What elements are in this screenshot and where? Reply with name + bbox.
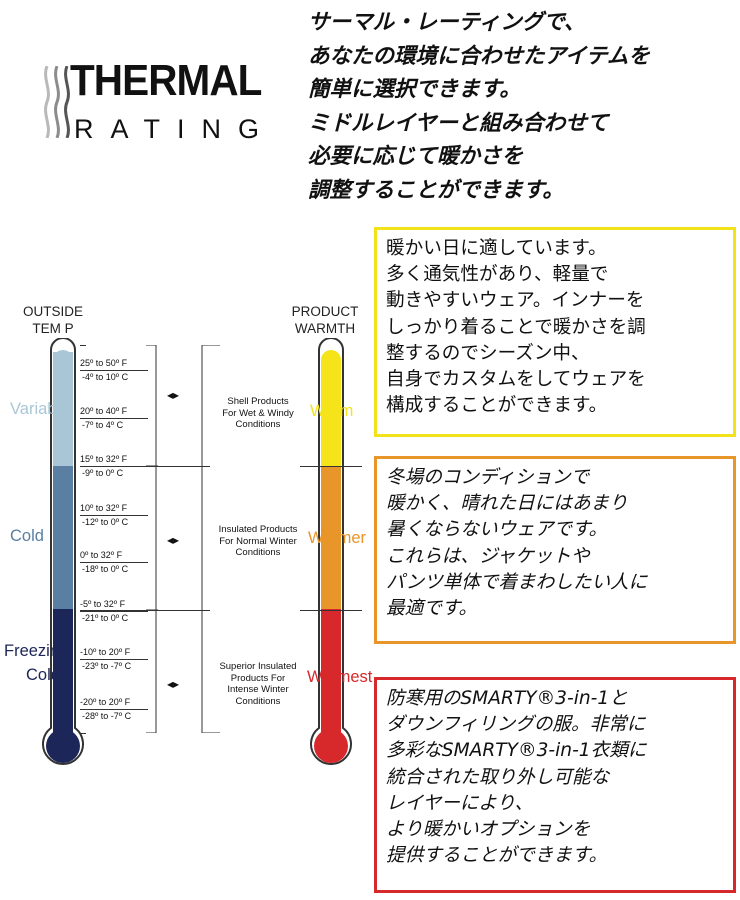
intro-line: ミドルレイヤーと組み合わせて xyxy=(308,110,609,136)
product-warmth-heading-line1: PRODUCT xyxy=(291,304,359,319)
box-line: ダウンフィリングの服。非常に xyxy=(386,714,646,736)
box-line: 整するのでシーズン中、 xyxy=(386,342,590,364)
intro-line: サーマル・レーティングで、 xyxy=(308,10,586,35)
temp-range-c: -28º to -7º C xyxy=(82,711,132,721)
double-arrow-icon: ◂▸ xyxy=(167,533,180,547)
box-line: 最適です。 xyxy=(386,598,478,620)
product-insulated-line: For Normal Winter xyxy=(219,535,297,547)
product-warmth-heading: PRODUCT WARMTH xyxy=(285,303,365,337)
temp-range-bracket xyxy=(146,344,158,734)
box-line: 暖かく、晴れた日にはあまり xyxy=(386,493,628,515)
temp-range-f: 10º to 32º F xyxy=(80,502,148,516)
description-box-warm: 暖かい日に適しています。 多く通気性があり、軽量で 動きやすいウェア。インナーを… xyxy=(374,227,736,437)
temp-range-f: 15º to 32º F xyxy=(80,453,148,467)
temp-range: -5º to 32º F -21º to 0º C xyxy=(80,598,148,624)
intro-line: 調整することができます。 xyxy=(308,177,564,203)
temp-range-c: -23º to -7º C xyxy=(82,661,132,671)
outside-temp-heading: OUTSIDE TEM P xyxy=(18,303,88,337)
product-insulated: Insulated Products For Normal Winter Con… xyxy=(206,524,310,559)
temp-range-f: -5º to 32º F xyxy=(80,598,148,612)
thermal-rating-logo: THERMAL RATING xyxy=(38,56,288,148)
description-box-warmer: 冬場のコンディションで 暖かく、晴れた日にはあまり 暑くならないウェアです。 こ… xyxy=(374,456,736,644)
heat-wave-icon xyxy=(42,65,52,139)
box-line: 統合された取り外し可能な xyxy=(386,766,610,788)
temp-range-c: -7º to 4º C xyxy=(82,420,124,430)
temp-range-c: -9º to 0º C xyxy=(82,468,124,478)
intro-text: サーマル・レーティングで、 あなたの環境に合わせたアイテムを 簡単に選択できます… xyxy=(308,6,738,208)
intro-line: 必要に応じて暖かさを xyxy=(308,144,524,170)
zone-divider xyxy=(80,610,210,611)
temp-range: 15º to 32º F -9º to 0º C xyxy=(80,453,148,479)
temp-range-c: -21º to 0º C xyxy=(82,613,129,623)
product-superior: Superior Insulated Products For Intense … xyxy=(206,661,310,707)
product-warmth-thermometer xyxy=(300,337,362,783)
temp-range-f: 20º to 40º F xyxy=(80,405,148,419)
box-line: これらは、ジャケットや xyxy=(386,545,590,567)
scale-tick xyxy=(80,733,86,734)
product-shell-line: For Wet & Windy xyxy=(222,407,294,419)
product-bracket xyxy=(200,344,220,734)
box-line: より暖かいオプションを xyxy=(386,819,591,841)
temp-range-f: 25º to 50º F xyxy=(80,357,148,371)
temp-range: 10º to 32º F -12º to 0º C xyxy=(80,502,148,528)
temp-range: 0º to 32º F -18º to 0º C xyxy=(80,549,148,575)
description-box-warmest: 防寒用のSMARTY®3-in-1と ダウンフィリングの服。非常に 多彩なSMA… xyxy=(374,677,736,893)
logo-word-thermal: THERMAL xyxy=(70,56,262,105)
temp-range-f: -20º to 20º F xyxy=(80,696,148,710)
warmth-divider xyxy=(300,466,362,467)
product-superior-line: Superior Insulated xyxy=(219,661,297,672)
temp-range-f: 0º to 32º F xyxy=(80,549,148,563)
box-line: 動きやすいウェア。インナーを xyxy=(386,290,645,312)
outside-temp-heading-line2: TEM P xyxy=(32,321,74,336)
scale-tick xyxy=(80,345,86,346)
double-arrow-icon: ◂▸ xyxy=(167,677,180,691)
warmth-divider xyxy=(300,610,362,611)
box-line: 構成することができます。 xyxy=(386,395,608,417)
product-warmth-heading-line2: WARMTH xyxy=(294,321,356,336)
box-line: 多く通気性があり、軽量で xyxy=(386,264,609,286)
box-line: 防寒用のSMARTY®3-in-1と xyxy=(386,688,628,709)
temp-range: 25º to 50º F -4º to 10º C xyxy=(80,357,148,383)
zone-label-freezing: Freezing xyxy=(4,642,69,660)
zone-label-cold: Cold xyxy=(10,527,44,545)
product-shell-line: Conditions xyxy=(235,419,281,430)
zone-label-freezing-cold: Cold xyxy=(26,666,60,684)
box-line: 提供することができます。 xyxy=(386,845,608,867)
double-arrow-icon: ◂▸ xyxy=(167,388,180,402)
temp-range-f: -10º to 20º F xyxy=(80,646,148,660)
product-insulated-line: Insulated Products xyxy=(218,524,298,535)
box-line: 多彩なSMARTY®3-in-1衣類に xyxy=(386,740,647,762)
temp-range-c: -18º to 0º C xyxy=(82,564,129,574)
heat-wave-icon xyxy=(62,65,72,139)
intro-line: 簡単に選択できます。 xyxy=(308,77,521,103)
temp-range: 20º to 40º F -7º to 4º C xyxy=(80,405,148,431)
product-superior-line: Products For xyxy=(230,672,286,684)
outside-temp-heading-line1: OUTSIDE xyxy=(22,304,83,319)
temp-range-c: -12º to 0º C xyxy=(82,517,129,527)
box-line: しっかり着ることで暖かさを調 xyxy=(386,316,646,338)
temp-range: -10º to 20º F -23º to -7º C xyxy=(80,646,148,672)
product-shell-line: Shell Products xyxy=(227,396,289,407)
box-line: 暑くならないウェアです。 xyxy=(386,519,608,541)
box-line: パンツ単体で着まわしたい人に xyxy=(386,571,648,593)
temp-range: -20º to 20º F -28º to -7º C xyxy=(80,696,148,722)
box-line: レイヤーにより、 xyxy=(386,792,534,814)
logo-word-rating: RATING xyxy=(74,114,276,144)
product-superior-line: Intense Winter xyxy=(227,684,289,695)
outside-temp-thermometer xyxy=(38,337,88,783)
zone-label-variable: Variable xyxy=(10,400,70,418)
temp-range-c: -4º to 10º C xyxy=(82,372,129,382)
heat-wave-icon xyxy=(52,65,62,139)
warmth-label-warmest: Warmest xyxy=(307,668,373,686)
box-line: 自身でカスタムをしてウェアを xyxy=(386,369,646,391)
warmth-label-warm: Warm xyxy=(310,402,354,420)
warmth-label-warmer: Warmer xyxy=(308,529,367,547)
product-superior-line: Conditions xyxy=(235,695,281,707)
box-line: 暖かい日に適しています。 xyxy=(386,238,607,259)
box-line: 冬場のコンディションで xyxy=(386,467,590,488)
intro-line: あなたの環境に合わせたアイテムを xyxy=(308,43,650,69)
product-insulated-line: Conditions xyxy=(235,547,281,558)
product-shell: Shell Products For Wet & Windy Condition… xyxy=(206,396,310,431)
